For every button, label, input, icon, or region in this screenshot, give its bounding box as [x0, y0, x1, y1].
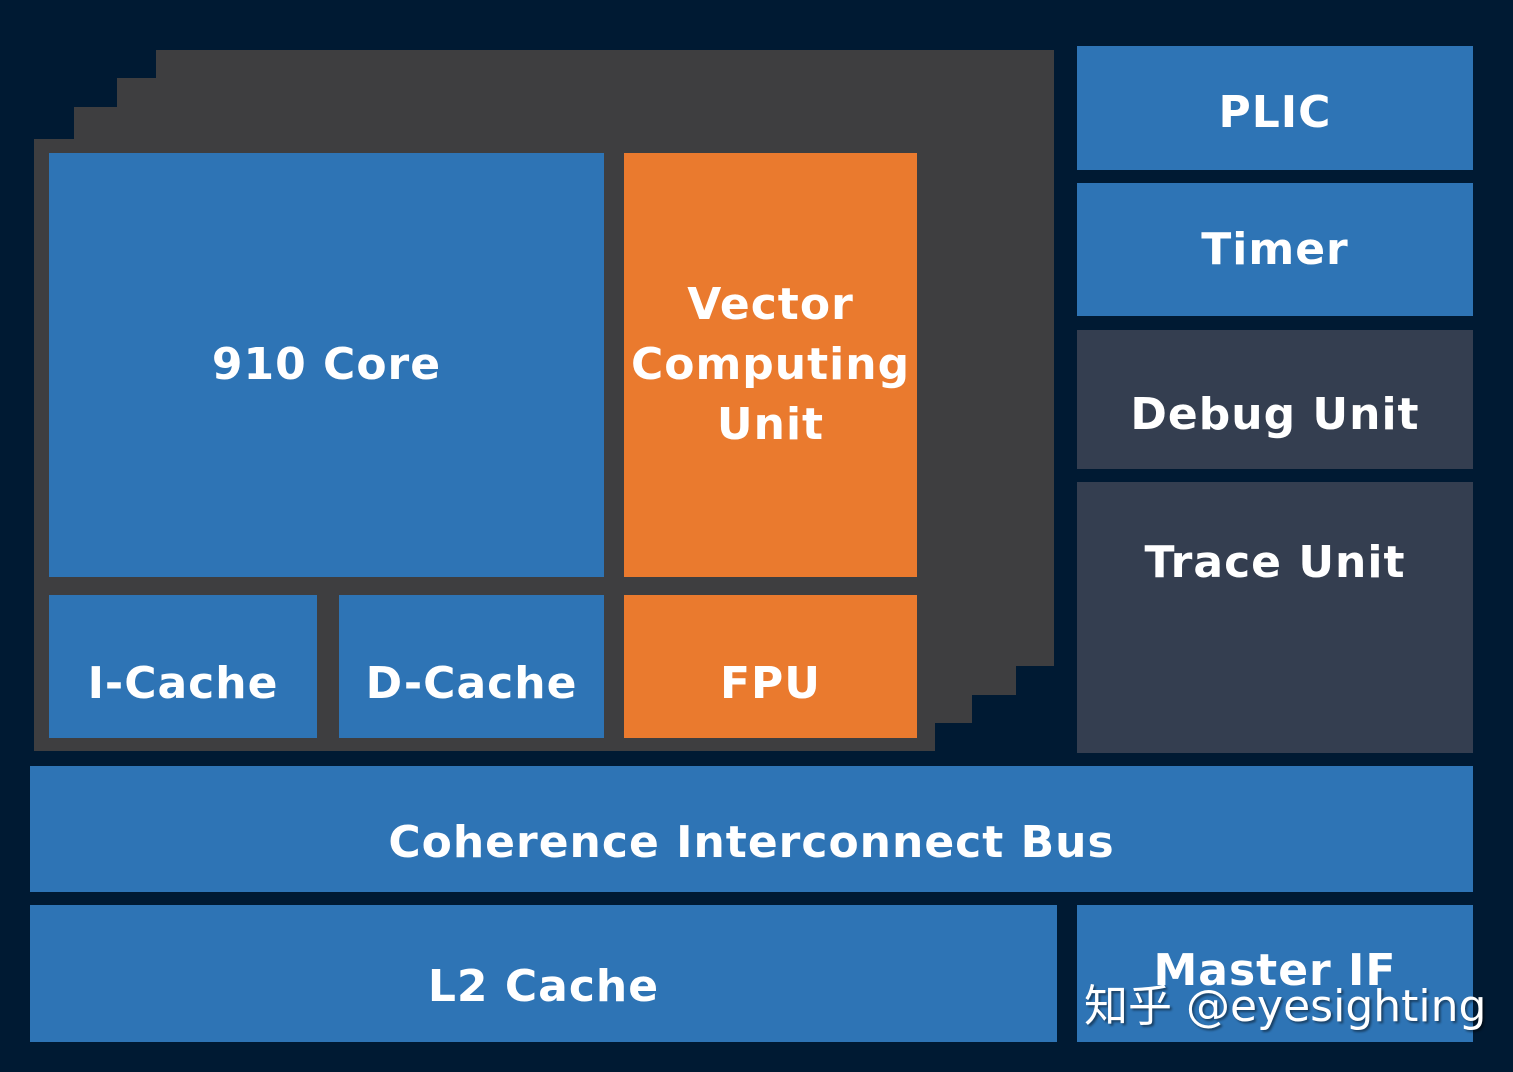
master-if-label: Master IF [1153, 944, 1397, 996]
core-block[interactable]: 910 Core [49, 153, 604, 577]
timer-block[interactable]: Timer [1077, 183, 1473, 316]
trace-unit-label: Trace Unit [1144, 536, 1406, 588]
fpu-label: FPU [719, 657, 822, 709]
vector-label-line-3: Unit [716, 399, 825, 450]
trace-unit-block[interactable]: Trace Unit [1077, 482, 1473, 753]
coherence-bus-block[interactable]: Coherence Interconnect Bus [30, 766, 1473, 892]
l2-cache-label: L2 Cache [427, 960, 660, 1012]
vector-label-line-1: Vector [687, 279, 854, 330]
icache-label: I-Cache [87, 657, 279, 709]
plic-block[interactable]: PLIC [1077, 46, 1473, 170]
core-label: 910 Core [211, 339, 442, 391]
vector-unit-block[interactable]: Vector Computing Unit [624, 153, 917, 577]
debug-unit-block[interactable]: Debug Unit [1077, 330, 1473, 469]
timer-label: Timer [1201, 223, 1349, 275]
l2-cache-block[interactable]: L2 Cache [30, 905, 1057, 1042]
master-if-block[interactable]: Master IF [1077, 905, 1473, 1042]
coherence-bus-label: Coherence Interconnect Bus [388, 817, 1115, 869]
fpu-block[interactable]: FPU [624, 595, 917, 738]
icache-block[interactable]: I-Cache [49, 595, 317, 738]
dcache-label: D-Cache [365, 657, 578, 709]
dcache-block[interactable]: D-Cache [339, 595, 604, 738]
plic-label: PLIC [1218, 87, 1332, 139]
watermark: 知乎 @eyesighting [1084, 981, 1487, 1032]
vector-label-line-2: Computing [630, 339, 911, 390]
debug-unit-label: Debug Unit [1130, 388, 1420, 440]
